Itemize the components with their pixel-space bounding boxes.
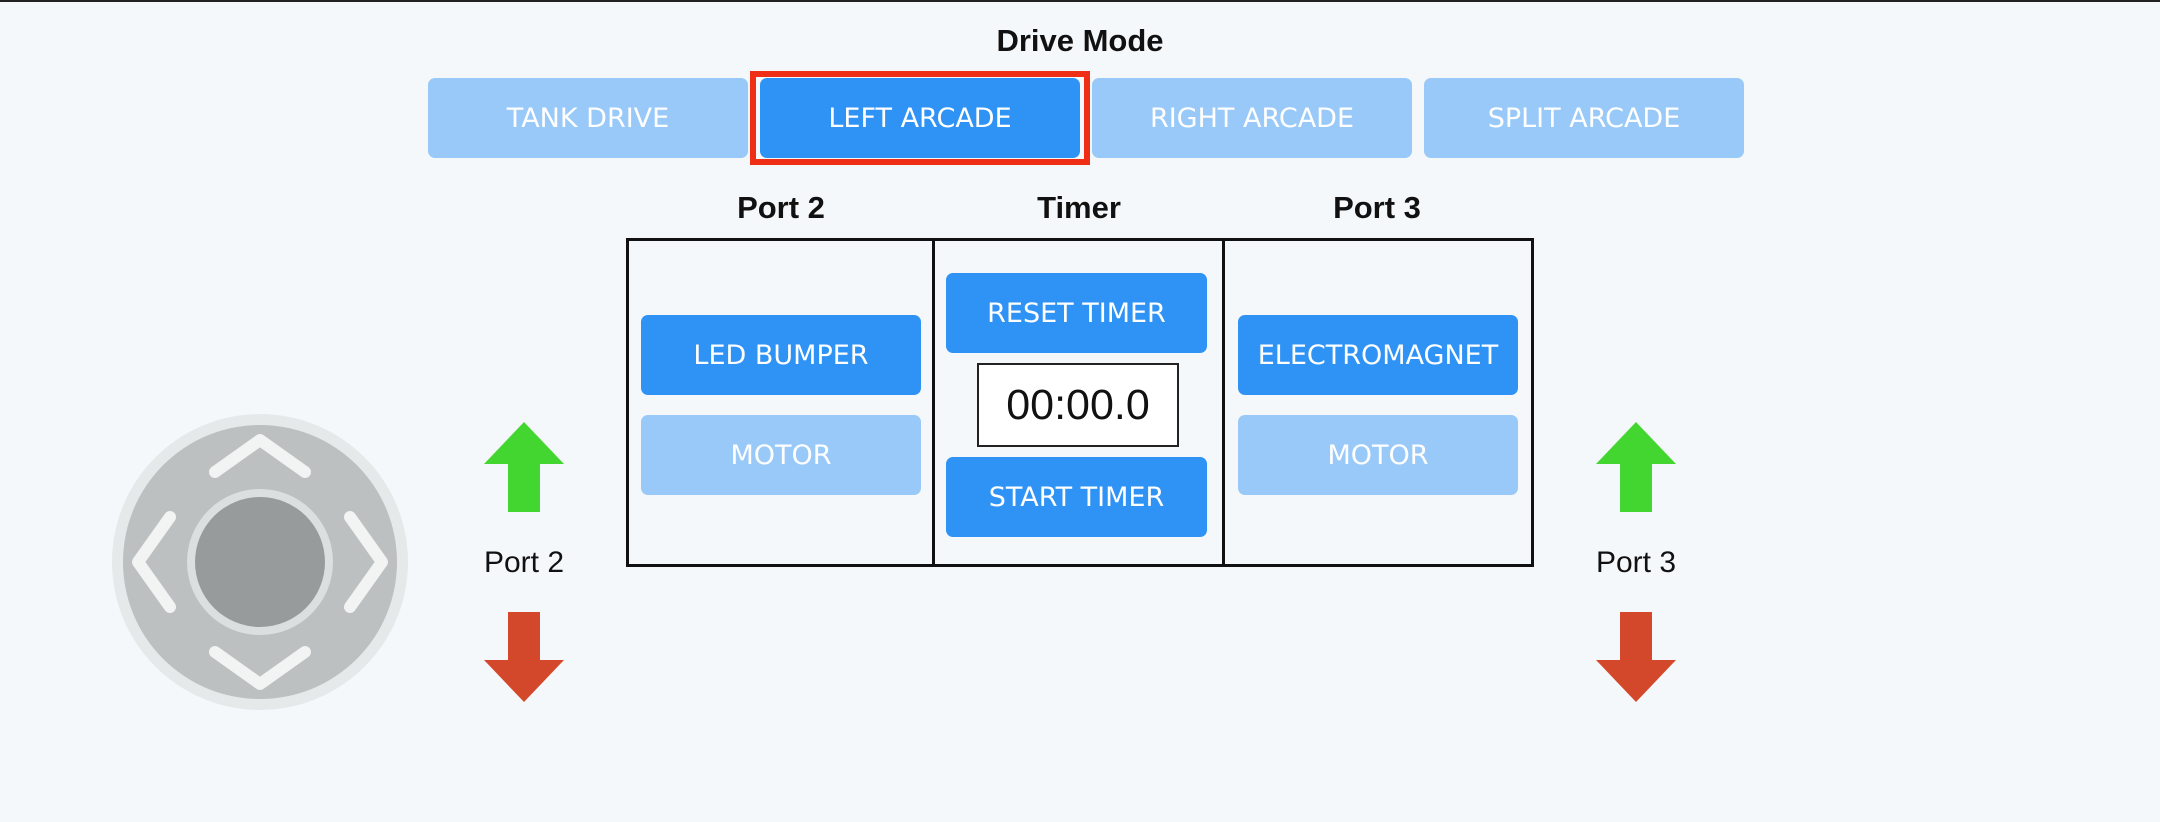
port3-motor-button[interactable]: MOTOR: [1238, 415, 1518, 495]
drive-mode-title: Drive Mode: [996, 23, 1164, 58]
electromagnet-button[interactable]: ELECTROMAGNET: [1238, 315, 1518, 395]
control-panel: LED BUMPER MOTOR RESET TIMER 00:00.0 STA…: [626, 238, 1534, 567]
port2-side-label: Port 2: [483, 546, 565, 579]
port3-column-title: Port 3: [1333, 190, 1421, 225]
port3-up-arrow-icon[interactable]: [1596, 422, 1676, 512]
mode-button-tank-drive[interactable]: TANK DRIVE: [428, 78, 748, 158]
port2-motor-button[interactable]: MOTOR: [641, 415, 921, 495]
joystick-dpad-icon[interactable]: [110, 412, 410, 712]
timer-cell: RESET TIMER 00:00.0 START TIMER: [935, 241, 1225, 564]
port2-up-arrow-icon[interactable]: [484, 422, 564, 512]
timer-display: 00:00.0: [977, 363, 1179, 447]
top-border: [0, 0, 2160, 2]
mode-button-split-arcade[interactable]: SPLIT ARCADE: [1424, 78, 1744, 158]
port3-cell: ELECTROMAGNET MOTOR: [1225, 241, 1531, 564]
led-bumper-button[interactable]: LED BUMPER: [641, 315, 921, 395]
start-timer-button[interactable]: START TIMER: [946, 457, 1207, 537]
mode-button-left-arcade[interactable]: LEFT ARCADE: [760, 78, 1080, 158]
port2-down-arrow-icon[interactable]: [484, 612, 564, 702]
mode-button-right-arcade[interactable]: RIGHT ARCADE: [1092, 78, 1412, 158]
port2-column-title: Port 2: [737, 190, 825, 225]
port2-cell: LED BUMPER MOTOR: [629, 241, 935, 564]
port3-side-label: Port 3: [1595, 546, 1677, 579]
reset-timer-button[interactable]: RESET TIMER: [946, 273, 1207, 353]
timer-column-title: Timer: [1037, 190, 1121, 225]
port3-down-arrow-icon[interactable]: [1596, 612, 1676, 702]
